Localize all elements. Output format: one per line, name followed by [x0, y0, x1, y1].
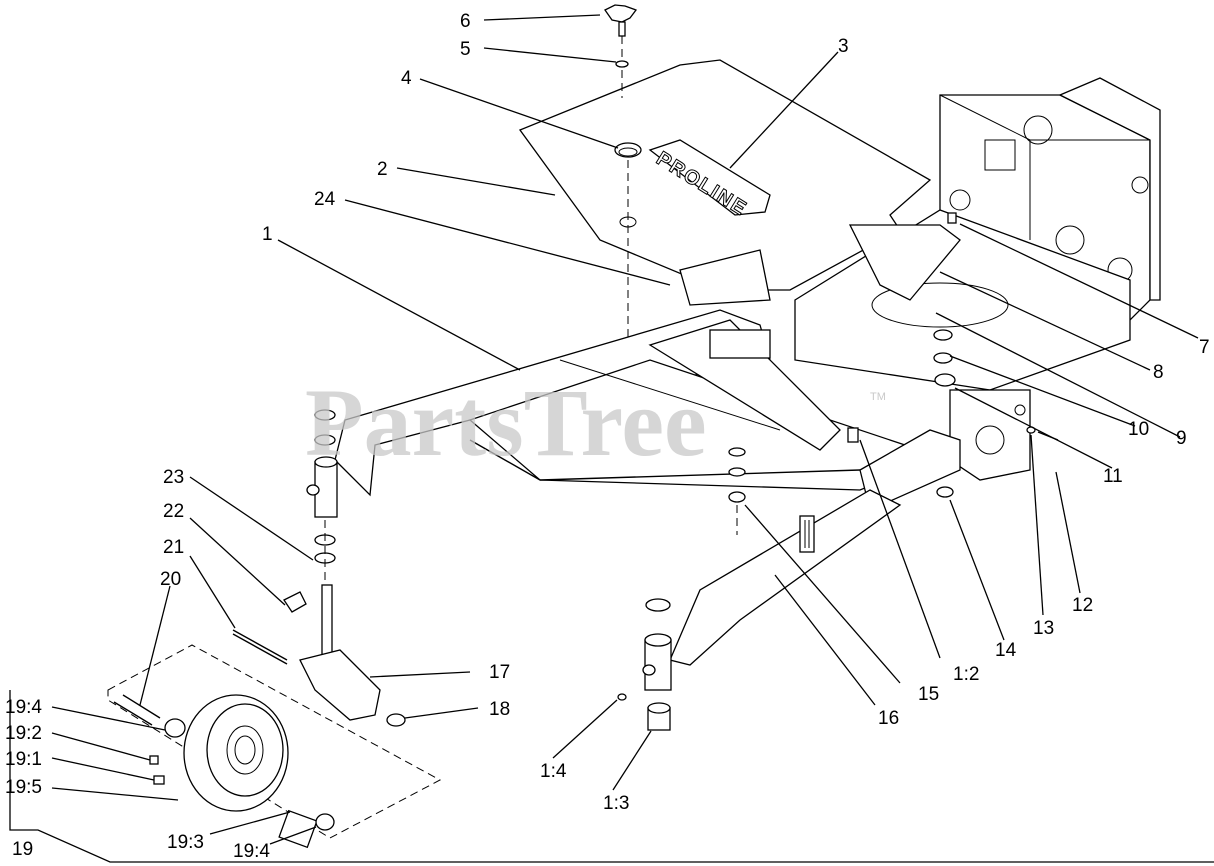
callout-12: 12 [1072, 595, 1093, 616]
callout-1: 1 [262, 224, 273, 245]
seat-plate: PROLINE [518, 59, 961, 306]
callout-21: 21 [163, 537, 184, 558]
callout-5: 5 [460, 39, 471, 60]
watermark: PartsTree TM [305, 369, 886, 476]
callout-19-1: 19:1 [5, 749, 42, 770]
callout-7: 7 [1199, 337, 1210, 358]
callout-4: 4 [401, 68, 412, 89]
callout-19: 19 [12, 839, 33, 860]
callout-17: 17 [489, 662, 510, 683]
knob-and-washer-stack [604, 4, 642, 340]
leader-lines [9, 14, 1214, 863]
callout-1-4: 1:4 [540, 761, 567, 782]
callout-9: 9 [1176, 428, 1187, 449]
callout-20: 20 [160, 569, 181, 590]
front-frame-tube [334, 309, 961, 666]
callout-14: 14 [995, 640, 1017, 661]
right-caster-bushing-stack [617, 598, 672, 731]
callout-labels: 6 5 4 3 2 24 1 7 8 9 10 11 12 13 14 1:2 … [5, 11, 1210, 862]
caster-wheel-assembly [107, 644, 442, 849]
callout-6: 6 [460, 11, 471, 32]
callout-16: 16 [878, 708, 899, 729]
callout-15: 15 [918, 684, 939, 705]
left-caster-spindle-stack [232, 409, 406, 727]
callout-3: 3 [838, 36, 849, 57]
callout-18: 18 [489, 699, 510, 720]
callout-19-4-top: 19:4 [5, 697, 42, 718]
callout-11: 11 [1103, 466, 1123, 487]
callout-23: 23 [163, 467, 184, 488]
callout-10: 10 [1128, 419, 1149, 440]
callout-8: 8 [1153, 362, 1164, 383]
watermark-tm: TM [870, 391, 886, 403]
callout-13: 13 [1033, 618, 1054, 639]
callout-19-4-bottom: 19:4 [233, 841, 270, 862]
misc-hardware [728, 212, 1059, 535]
watermark-text: PartsTree [305, 369, 707, 476]
callout-19-3: 19:3 [167, 832, 204, 853]
callout-22: 22 [163, 501, 184, 522]
callout-1-3: 1:3 [603, 793, 629, 814]
callout-1-2: 1:2 [953, 664, 979, 685]
callout-19-5: 19:5 [5, 777, 42, 798]
callout-2: 2 [377, 159, 388, 180]
callout-24: 24 [314, 189, 336, 210]
callout-19-2: 19:2 [5, 723, 42, 744]
